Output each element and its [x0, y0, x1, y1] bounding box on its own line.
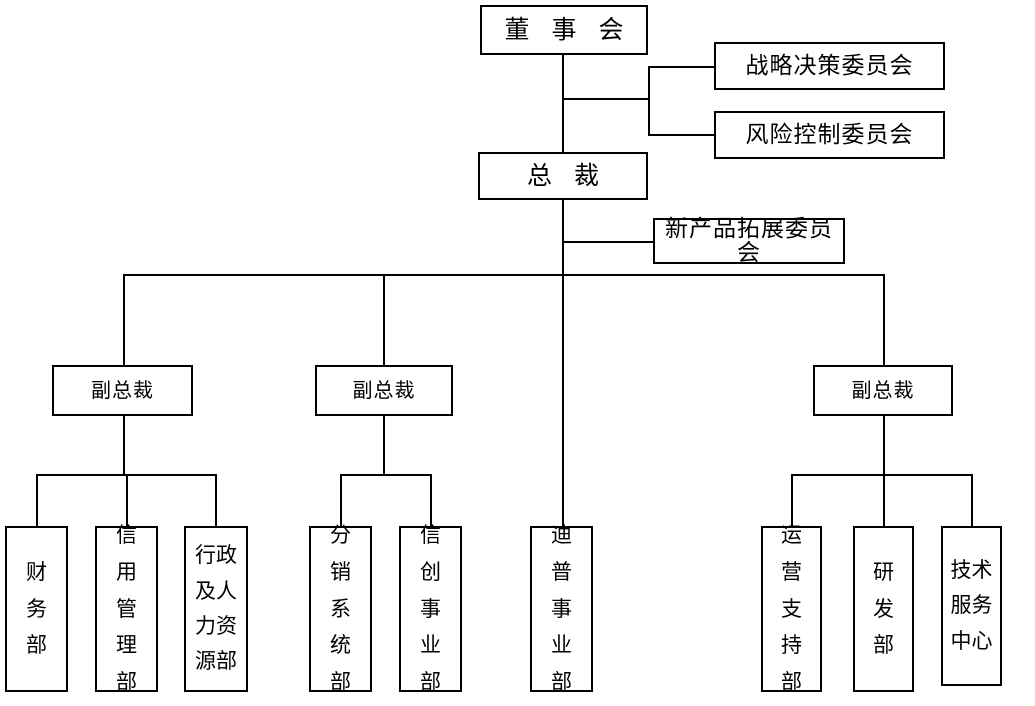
connector-to-admin-hr [215, 474, 217, 526]
node-finance-dept-label: 财 务 部 [26, 559, 47, 658]
connector-to-credit-mgmt [126, 474, 128, 526]
node-operations-support-dept[interactable]: 运 营 支 持 部 [761, 523, 822, 694]
connector-vp-mid-bus [340, 474, 432, 476]
connector-to-distribution [340, 474, 342, 526]
connector-to-newproduct-committee [562, 241, 655, 243]
node-operations-support-dept-label: 运 营 支 持 部 [781, 523, 802, 695]
connector-to-risk-committee [648, 134, 715, 136]
node-admin-hr-dept-label: 行政 及人 力资 源部 [195, 543, 237, 674]
node-board-label: 董 事 会 [504, 14, 631, 44]
node-admin-hr-dept[interactable]: 行政 及人 力资 源部 [184, 526, 248, 692]
node-newproduct-committee-label: 新产品拓展委员会 [665, 215, 833, 266]
node-vp-right[interactable]: 副总裁 [813, 365, 953, 416]
connector-to-xinchuang [430, 474, 432, 526]
node-vp-mid[interactable]: 副总裁 [315, 365, 453, 416]
node-risk-committee-label: 风险控制委员会 [745, 121, 914, 148]
connector-to-strategy-committee [648, 66, 715, 68]
connector-bus-to-vp-right [883, 274, 885, 365]
node-president-label: 总 裁 [527, 160, 606, 190]
node-technical-service-center[interactable]: 技术 服务 中心 [941, 526, 1002, 686]
connector-board-to-committee-bracket [562, 98, 650, 100]
node-distribution-system-dept[interactable]: 分 销 系 统 部 [309, 523, 372, 694]
connector-committee-bracket-spine [648, 66, 650, 136]
connector-to-rnd [883, 474, 885, 526]
node-rnd-dept[interactable]: 研 发 部 [853, 526, 914, 692]
node-risk-committee[interactable]: 风险控制委员会 [714, 111, 945, 159]
node-vp-mid-label: 副总裁 [352, 378, 416, 402]
node-finance-dept[interactable]: 财 务 部 [5, 526, 68, 692]
node-strategy-committee[interactable]: 战略决策委员会 [714, 42, 945, 90]
connector-to-finance [36, 474, 38, 526]
node-strategy-committee-label: 战略决策委员会 [745, 52, 914, 79]
node-board[interactable]: 董 事 会 [480, 5, 648, 55]
connector-vp-left-stem [123, 416, 125, 475]
connector-to-tech-service [971, 474, 973, 526]
connector-vp-right-bus [791, 474, 972, 476]
node-vp-left[interactable]: 副总裁 [52, 365, 193, 416]
node-xinchuang-business-unit[interactable]: 信 创 事 业 部 [399, 523, 462, 694]
node-credit-management-dept-label: 信 用 管 理 部 [116, 523, 137, 695]
connector-vp-mid-stem [383, 416, 385, 475]
connector-vp-bus [123, 274, 885, 276]
connector-vp-right-stem [883, 416, 885, 475]
connector-bus-to-vp-mid [383, 274, 385, 365]
node-vp-right-label: 副总裁 [851, 378, 915, 402]
node-vp-left-label: 副总裁 [91, 378, 154, 402]
node-dipu-business-unit-label: 迪 普 事 业 部 [551, 523, 572, 695]
node-dipu-business-unit[interactable]: 迪 普 事 业 部 [530, 523, 593, 694]
node-technical-service-center-label: 技术 服务 中心 [950, 558, 993, 653]
node-xinchuang-business-unit-label: 信 创 事 业 部 [420, 523, 441, 695]
node-newproduct-committee[interactable]: 新产品拓展委员会 [653, 215, 845, 266]
connector-board-spine [562, 55, 564, 154]
connector-bus-to-vp-left [123, 274, 125, 365]
node-president[interactable]: 总 裁 [478, 152, 648, 200]
node-distribution-system-dept-label: 分 销 系 统 部 [330, 523, 351, 695]
connector-president-spine [562, 200, 564, 530]
connector-to-ops-support [791, 474, 793, 526]
node-rnd-dept-label: 研 发 部 [873, 559, 894, 658]
node-credit-management-dept[interactable]: 信 用 管 理 部 [95, 523, 158, 694]
